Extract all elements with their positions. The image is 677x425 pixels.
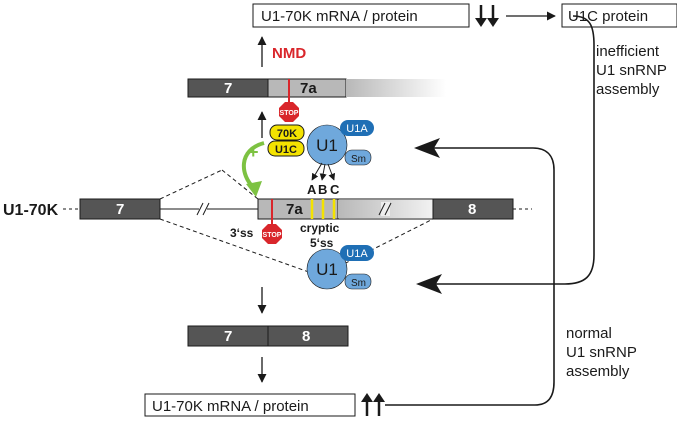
gene-exon-8-label: 8 [468,201,476,218]
upper-exon-7a-label: 7a [300,80,317,97]
protein-70k-label: 70K [277,128,297,140]
nmd-label: NMD [272,45,306,62]
u1-snrnp-complex-lower: Sm U1 U1A [306,245,374,290]
normal-line-1: normal [566,325,612,342]
upper-exon-7-label: 7 [224,80,232,97]
intron-break-left [196,202,210,216]
spliced-transcript: 7 8 [187,325,349,347]
gene-stop-sign-icon [262,224,282,244]
lower-u1-label: U1 [316,260,338,279]
five-prime-ss-label: 5‘ss [310,236,334,250]
lower-u1-snrna-circle [306,248,348,290]
inefficient-feedback-line [430,15,595,285]
protein-u1a-label: U1A [346,123,368,135]
protein-u1c-label: U1C [275,144,297,156]
normal-feedback-line [385,147,555,406]
u1-to-sites-arrows [311,162,336,181]
u1-snrnp-complex-upper: 70K U1C Sm U1 U1A [267,120,374,166]
bottom-mrna-label: U1-70K mRNA / protein [152,398,309,415]
normal-arrowhead-icon [414,138,440,158]
lower-u1a-label: U1A [346,248,368,260]
cryptic-label: cryptic [300,221,340,235]
splice-dashed-lines [159,169,434,277]
u1-label: U1 [316,136,338,155]
spliced-exon-8 [267,325,349,347]
gene-name-label: U1-70K [3,202,59,219]
gene-exon-7-label: 7 [116,201,124,218]
protein-u1a [340,120,374,136]
protein-sm-label: Sm [351,154,366,165]
upper-stop-sign-icon [279,102,299,122]
u1c-protein-box: U1C protein [561,3,677,28]
gene-exon-7 [79,198,161,220]
site-a-label: A [307,182,317,197]
bottom-mrna-box: U1-70K mRNA / protein [144,393,356,417]
inefficient-line-3: assembly [596,81,660,98]
plus-sign: + [248,142,259,162]
intron-break-right [378,202,392,216]
inefficient-arrowhead-icon [416,274,442,294]
inefficient-assembly-note: inefficient U1 snRNP assembly [596,43,667,98]
green-stimulation-arrow: + [241,141,265,197]
normal-assembly-note: normal U1 snRNP assembly [566,325,637,380]
normal-line-3: assembly [566,363,630,380]
protein-u1c [267,140,305,157]
top-mrna-label: U1-70K mRNA / protein [261,8,418,25]
normal-line-2: U1 snRNP [566,344,637,361]
gene-exon-7a-label: 7a [286,201,303,218]
nmd-transcript: 7 7a STOP [187,78,446,122]
u1-snrna-circle [306,124,348,166]
lower-protein-u1a [340,245,374,261]
lower-sm-label: Sm [351,278,366,289]
protein-70k [269,124,305,141]
upper-exon-7a-fade [346,79,446,97]
protein-sm [344,149,372,166]
gene-stop-label: STOP [263,232,282,239]
top-mrna-box: U1-70K mRNA / protein [252,3,470,28]
site-b-label: B [318,182,327,197]
inefficient-line-1: inefficient [596,43,660,60]
lower-protein-sm [344,273,372,290]
three-prime-ss-label: 3‘ss [230,226,254,240]
bottom-up-arrows [361,393,385,416]
spliced-exon-7-label: 7 [224,328,232,345]
site-c-label: C [330,182,340,197]
spliced-exon-8-label: 8 [302,328,310,345]
cryptic-sites-marks [310,199,336,219]
top-mrna-down-arrows [475,5,499,27]
upper-stop-label: STOP [280,110,299,117]
inefficient-line-2: U1 snRNP [596,62,667,79]
